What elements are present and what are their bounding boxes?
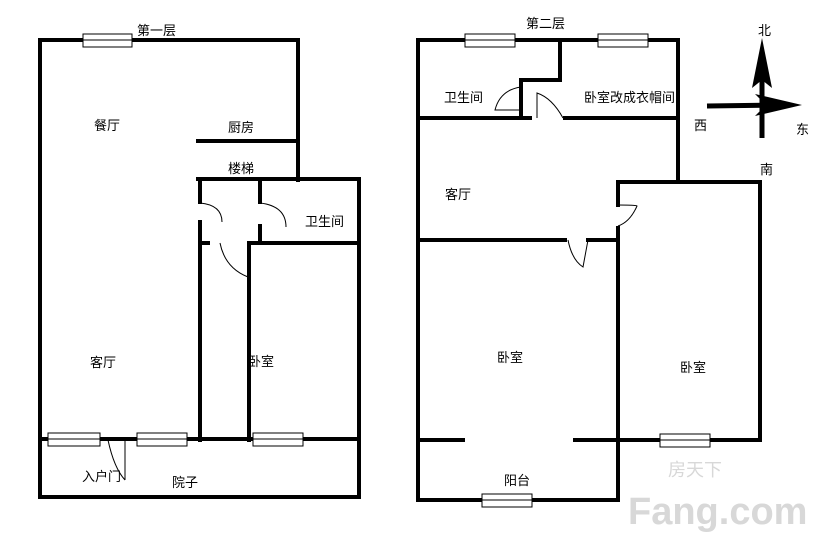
room-label-living-2f: 客厅	[445, 187, 471, 203]
room-label-entrance: 入户门	[82, 469, 121, 485]
room-label-cloakroom: 卧室改成衣帽间	[584, 90, 675, 106]
room-label-bedroom-1f: 卧室	[248, 354, 274, 370]
room-label-bathroom-2f: 卫生间	[444, 91, 483, 106]
compass-south: 南	[760, 162, 773, 178]
floor1-title: 第一层	[137, 24, 176, 39]
floor1-walls	[38, 38, 361, 499]
floor1-windows	[47, 33, 304, 447]
watermark-cn: 房天下	[668, 460, 722, 481]
floor2-title: 第二层	[526, 17, 565, 32]
room-label-balcony: 阳台	[504, 474, 530, 489]
room-label-bedroom-main: 卧室	[497, 350, 523, 366]
compass-east: 东	[796, 123, 809, 138]
compass-icon	[706, 38, 802, 138]
room-label-bathroom-1f: 卫生间	[305, 215, 344, 230]
room-label-courtyard: 院子	[172, 476, 198, 491]
compass-north: 北	[758, 24, 771, 39]
room-label-dining: 餐厅	[94, 118, 120, 134]
watermark-logo: Fang.com	[628, 491, 807, 533]
room-label-stairs: 楼梯	[228, 162, 254, 177]
floor2-windows	[464, 33, 711, 508]
room-label-bedroom-east: 卧室	[680, 360, 706, 376]
room-label-kitchen: 厨房	[228, 120, 254, 136]
compass-west: 西	[694, 119, 707, 134]
floor2-walls	[416, 38, 762, 502]
room-label-living-1f: 客厅	[90, 355, 116, 371]
